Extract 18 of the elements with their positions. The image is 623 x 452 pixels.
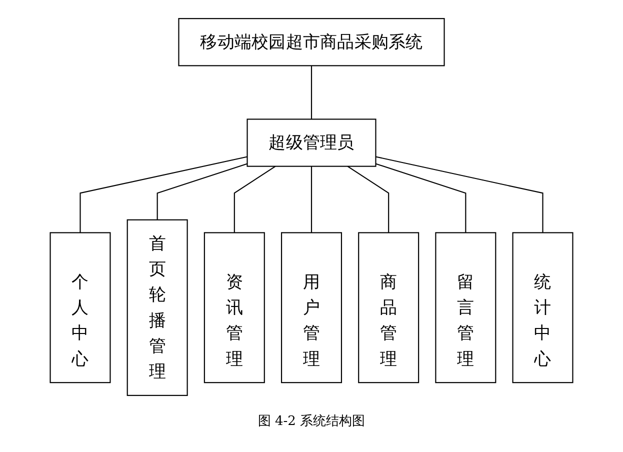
- process-box: 超级管理员: [246, 118, 376, 167]
- process-box: 首页轮播管理: [126, 219, 188, 396]
- connector-line: [80, 156, 248, 233]
- figure-caption: 图 4-2 系统结构图: [258, 413, 366, 430]
- connector-line: [310, 66, 312, 120]
- process-box: 留言管理: [435, 232, 496, 384]
- connector-line: [310, 166, 312, 233]
- connector-line: [234, 166, 276, 233]
- process-box: 移动端校园超市商品采购系统: [178, 18, 445, 66]
- process-box: 个人中心: [50, 232, 111, 384]
- process-box: 商品管理: [358, 232, 420, 384]
- process-box: 资讯管理: [204, 232, 265, 384]
- process-box: 用户管理: [280, 232, 342, 384]
- connector-line: [347, 166, 390, 233]
- connector-line: [376, 156, 544, 233]
- process-box: 统计中心: [512, 232, 574, 384]
- connector-line: [156, 163, 248, 220]
- connector-line: [376, 163, 466, 233]
